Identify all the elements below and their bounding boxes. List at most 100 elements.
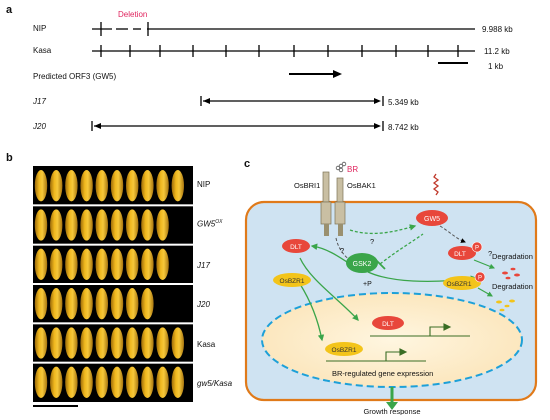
rice-grain bbox=[34, 366, 48, 398]
j20-arrow bbox=[91, 121, 384, 131]
row-label-0: NIP bbox=[197, 180, 211, 189]
rice-grain bbox=[171, 170, 184, 202]
osbak1-label: OsBAK1 bbox=[347, 181, 376, 190]
dlt-fragments bbox=[502, 267, 520, 280]
rice-grain bbox=[34, 248, 48, 280]
rice-grain bbox=[34, 327, 48, 359]
gsk2-protein bbox=[346, 253, 378, 273]
kasa-track bbox=[92, 45, 475, 57]
scale-bar-label: 1 kb bbox=[488, 62, 504, 71]
dashed-receptor-gw5 bbox=[349, 224, 417, 235]
dlt-protein-left bbox=[282, 239, 310, 253]
osbzr1-nuclear-text: OsBZR1 bbox=[332, 347, 357, 354]
rice-grain bbox=[126, 288, 139, 320]
arrow-bzr1-nucleus bbox=[299, 283, 325, 342]
dashed-gw5-dlt bbox=[439, 225, 466, 243]
track-size-nip: 9.988 kb bbox=[482, 25, 513, 34]
rice-grain bbox=[110, 366, 124, 398]
bzr1-fragments bbox=[496, 299, 515, 312]
phospho-text-bzr1: P bbox=[478, 276, 482, 282]
rice-grain bbox=[80, 366, 93, 398]
dashed-gsk2-gw5 bbox=[379, 233, 424, 265]
rice-grain bbox=[110, 248, 124, 280]
rice-grain bbox=[95, 209, 108, 241]
rice-grain bbox=[141, 327, 154, 359]
track-label-kasa: Kasa bbox=[33, 46, 52, 55]
rice-grain bbox=[110, 288, 124, 320]
dashed-receptor-gsk2 bbox=[335, 237, 351, 261]
deletion-label: Deletion bbox=[118, 10, 148, 19]
question-mark-3: ? bbox=[488, 249, 492, 258]
br-ligand-icon bbox=[335, 161, 347, 173]
rice-grain bbox=[50, 327, 63, 359]
row-label-3: J20 bbox=[197, 300, 210, 309]
orf-arrow bbox=[289, 70, 342, 78]
rice-grain bbox=[141, 248, 154, 280]
osbzr1-text-left: OsBZR1 bbox=[280, 278, 305, 285]
osbzr1-text-right: OsBZR1 bbox=[447, 281, 472, 288]
rice-grain bbox=[95, 288, 108, 320]
panel-a-letter: a bbox=[6, 4, 13, 16]
phospho-dlt bbox=[471, 241, 483, 253]
osbzr1-protein-left bbox=[273, 273, 311, 287]
osbri1-label: OsBRI1 bbox=[294, 181, 320, 190]
rice-grain bbox=[65, 170, 78, 202]
arrow-dlt-nucleus bbox=[299, 257, 359, 321]
degradation-label-1: Degradation bbox=[492, 252, 533, 261]
rice-grain bbox=[126, 327, 139, 359]
grain-photo bbox=[33, 166, 193, 402]
dlt-nuclear-text: DLT bbox=[382, 321, 394, 328]
gsk2-text: GSK2 bbox=[353, 261, 372, 268]
gw5-text: GW5 bbox=[424, 216, 440, 223]
row-label-5: gw5/Kasa bbox=[197, 379, 233, 388]
dlt-nuclear bbox=[372, 316, 404, 330]
osbzr1-nuclear bbox=[325, 342, 363, 356]
rice-grain bbox=[50, 366, 63, 398]
rice-grain bbox=[50, 170, 63, 202]
dlt-text-right: DLT bbox=[454, 251, 466, 258]
rice-grain bbox=[126, 248, 139, 280]
rice-grain bbox=[95, 366, 108, 398]
rice-grain bbox=[34, 170, 48, 202]
j17-arrow bbox=[200, 96, 384, 106]
rice-grain bbox=[65, 366, 78, 398]
track-label-orf: Predicted ORF3 (GW5) bbox=[33, 72, 117, 81]
panel-b-letter: b bbox=[6, 152, 13, 164]
question-mark-1: ? bbox=[370, 237, 374, 246]
rice-grain bbox=[34, 288, 48, 320]
rice-grain bbox=[156, 209, 169, 241]
row-label-1: GW5OX bbox=[197, 219, 223, 229]
rice-grain bbox=[65, 327, 78, 359]
rice-grain bbox=[171, 366, 184, 398]
rice-grain bbox=[141, 288, 154, 320]
rice-grain bbox=[110, 209, 124, 241]
phospho-text-dlt: P bbox=[475, 246, 479, 252]
track-label-nip: NIP bbox=[33, 24, 47, 33]
growth-response-label: Growth response bbox=[363, 407, 420, 415]
rice-grain bbox=[34, 209, 48, 241]
rice-grain bbox=[141, 366, 154, 398]
rice-grain bbox=[80, 170, 93, 202]
rice-grain bbox=[141, 170, 154, 202]
receptor-osbri1 bbox=[320, 171, 332, 236]
rice-grain bbox=[65, 209, 78, 241]
photo-scale-bar bbox=[33, 405, 78, 407]
track-size-j17: 5.349 kb bbox=[388, 98, 419, 107]
track-label-j17: J17 bbox=[33, 97, 46, 106]
rice-grain bbox=[65, 248, 78, 280]
rice-grain bbox=[156, 248, 169, 280]
gene-structure-diagram bbox=[91, 22, 475, 131]
track-size-kasa: 11.2 kb bbox=[484, 47, 510, 56]
osbzr1-protein-right bbox=[443, 276, 481, 290]
rice-grain bbox=[65, 288, 78, 320]
rice-grain bbox=[156, 327, 169, 359]
rice-grain bbox=[110, 327, 124, 359]
phospho-bzr1 bbox=[474, 271, 486, 283]
nip-track bbox=[92, 22, 475, 36]
rice-grain bbox=[50, 248, 63, 280]
track-label-j20: J20 bbox=[33, 122, 46, 131]
rice-grain bbox=[126, 170, 139, 202]
rice-grain bbox=[95, 248, 108, 280]
receptor-osbak1 bbox=[334, 177, 346, 236]
br-label: BR bbox=[347, 165, 358, 174]
